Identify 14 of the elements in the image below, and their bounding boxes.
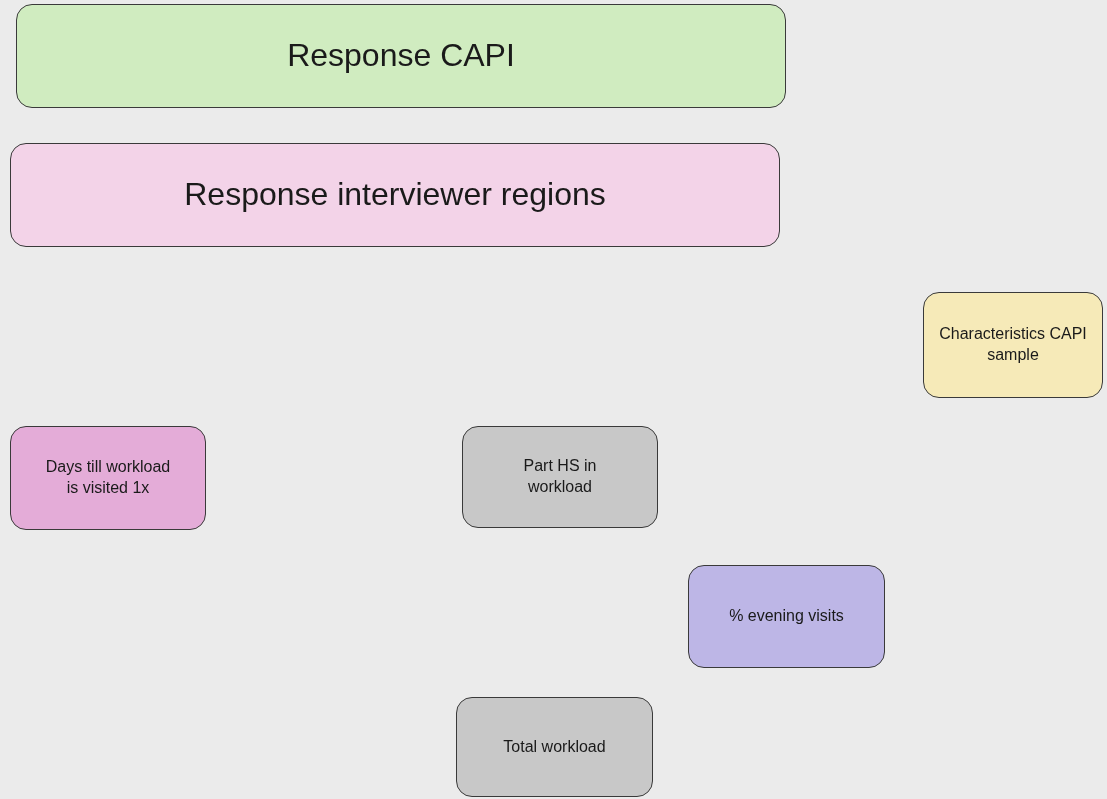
box-label: Characteristics CAPI sample (938, 324, 1088, 365)
box-label: Part HS in workload (522, 456, 598, 497)
rounded-box (10, 143, 780, 247)
box-label: Days till workload is visited 1x (44, 457, 172, 498)
rounded-box (462, 426, 658, 528)
rounded-box (456, 697, 653, 797)
rounded-box (10, 426, 206, 530)
box-label: Response CAPI (287, 36, 515, 76)
rounded-box (923, 292, 1103, 398)
box-label: Total workload (503, 736, 606, 757)
box-label: % evening visits (729, 606, 844, 627)
rounded-box (16, 4, 786, 108)
box-label: Response interviewer regions (184, 175, 606, 215)
rounded-box (688, 565, 885, 668)
